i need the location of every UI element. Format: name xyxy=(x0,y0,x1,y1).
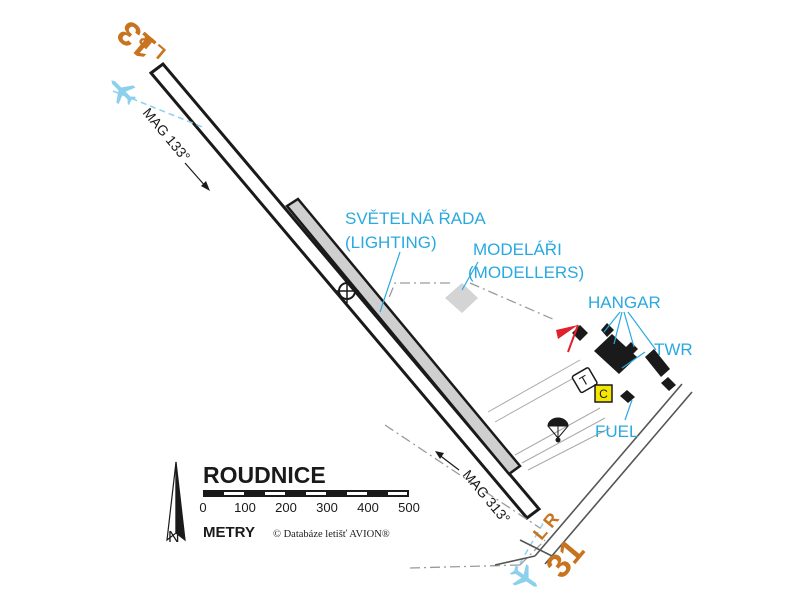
lighting-label-en: (LIGHTING) xyxy=(345,233,437,252)
parachute-icon xyxy=(547,417,569,443)
aerodrome-boundary xyxy=(384,282,556,569)
approach-line-se xyxy=(514,519,546,573)
lighting-label-cz: SVĚTELNÁ ŘADA xyxy=(345,209,486,228)
aircraft-icon-se xyxy=(509,564,538,587)
airfield-title: ROUDNICE xyxy=(203,462,326,488)
scale-unit: METRY xyxy=(203,524,255,541)
scale-tick: 400 xyxy=(357,500,379,515)
fuel-symbol: C xyxy=(599,387,608,401)
heading-arrow-se-icon xyxy=(435,451,460,471)
hangar-small-3 xyxy=(625,342,638,355)
modellers-label-cz: MODELÁŘI xyxy=(473,240,562,259)
north-arrow-icon xyxy=(166,461,186,542)
scale-tick: 200 xyxy=(275,500,297,515)
lighting-strip xyxy=(285,197,522,476)
modellers-area xyxy=(445,283,478,313)
hangar-label: HANGAR xyxy=(588,293,661,312)
heading-arrow-nw-icon xyxy=(184,162,210,191)
scale-ticks: 0 100 200 300 400 500 xyxy=(199,500,419,515)
fuel-box xyxy=(594,384,613,403)
approach-line-nw xyxy=(112,90,206,129)
copyright: © Databáze letišť AVION® xyxy=(273,529,390,540)
north-label: N xyxy=(168,529,180,546)
fuel-label: FUEL xyxy=(595,422,638,441)
hangar-main xyxy=(594,334,637,374)
hangar-small-2 xyxy=(601,323,614,337)
tower-label: TWR xyxy=(654,340,693,359)
scale-bar xyxy=(203,490,409,497)
fuel-pump xyxy=(620,390,635,403)
landing-t-box xyxy=(571,367,598,394)
scale-tick: 500 xyxy=(398,500,420,515)
scale-tick: 100 xyxy=(234,500,256,515)
building-small xyxy=(661,377,676,391)
runway xyxy=(148,61,542,521)
scale-tick: 0 xyxy=(199,500,206,515)
buildings xyxy=(572,323,676,403)
modellers-label-en: (MODELLERS) xyxy=(468,263,584,282)
scale-tick: 300 xyxy=(316,500,338,515)
access-road xyxy=(494,383,693,566)
aircraft-icon-nw xyxy=(111,80,137,106)
windsock-icon xyxy=(556,324,579,353)
leader-lines xyxy=(379,251,657,421)
reference-point-icon xyxy=(335,279,359,303)
tower-building xyxy=(645,349,670,377)
